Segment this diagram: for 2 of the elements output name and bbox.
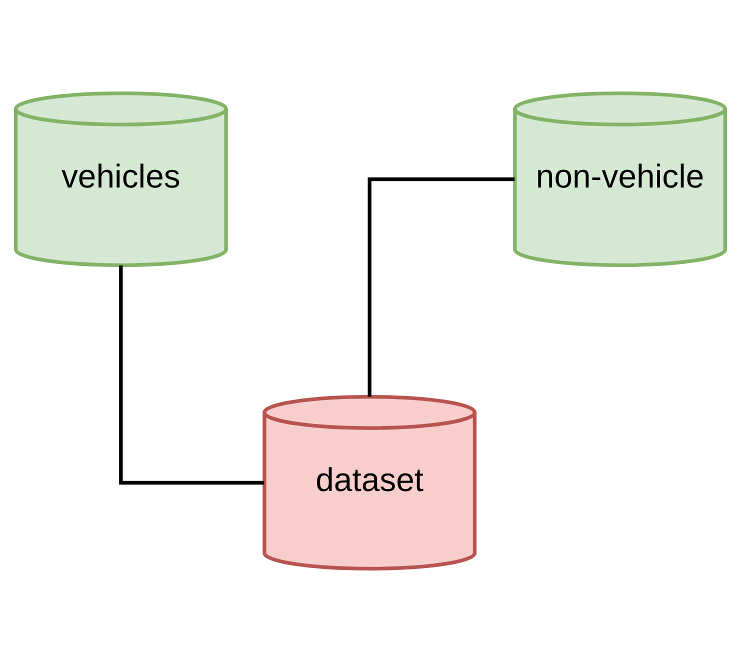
connector: [368, 176, 515, 396]
connector: [119, 264, 264, 484]
